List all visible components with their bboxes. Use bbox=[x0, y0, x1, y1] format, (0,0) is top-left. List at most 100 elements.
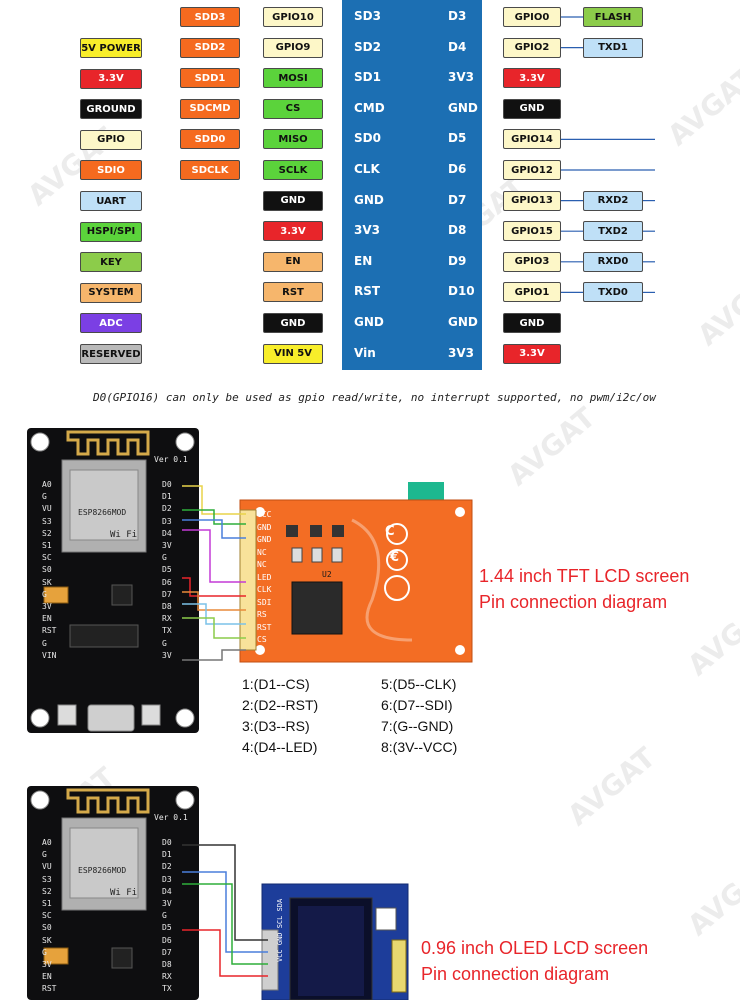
tft-pin-rst: RST bbox=[257, 622, 272, 632]
nodemcu-board-graphic bbox=[342, 0, 482, 370]
tft-ce-logo-2: € bbox=[390, 550, 400, 565]
right-extra-rxd2: RXD2 bbox=[583, 190, 643, 211]
board-pin-left-vin: Vin bbox=[354, 345, 376, 360]
tft-connection-7: 7:(G--GND) bbox=[381, 718, 454, 734]
left-func-cs: CS bbox=[263, 98, 323, 119]
nodemcu-left-pin-3v: 3V bbox=[42, 960, 52, 969]
board-pin-right-d10: D10 bbox=[448, 284, 475, 299]
right-gpio-gpio2: GPIO2 bbox=[503, 37, 561, 58]
board-pin-left-rst: RST bbox=[354, 284, 381, 299]
right-gpio-gpio1: GPIO1 bbox=[503, 282, 561, 303]
nodemcu-left-pin-s1: S1 bbox=[42, 541, 52, 550]
sdio-pin-sdclk: SDCLK bbox=[180, 160, 240, 180]
nodemcu-left-pin-s0: S0 bbox=[42, 565, 52, 575]
nodemcu-right-pin-g: G bbox=[162, 553, 167, 563]
nodemcu-right-pin-rx: RX bbox=[162, 614, 172, 624]
right-extra-flash: FLASH bbox=[583, 7, 643, 27]
nodemcu-left-pin-rst: RST bbox=[42, 984, 57, 994]
nodemcu-left-pin-a0: A0 bbox=[42, 838, 52, 847]
right-gpio-gpio12: GPIO12 bbox=[503, 160, 561, 180]
tft-pin-vcc: VCC bbox=[257, 510, 272, 519]
legend-ground: GROUND bbox=[80, 99, 142, 120]
nodemcu-right-pin-d7: D7 bbox=[162, 947, 172, 957]
tft-pin-gnd: GND bbox=[257, 535, 272, 544]
board-pin-right-3v3: 3V3 bbox=[448, 345, 474, 360]
nodemcu-left-pin-g: G bbox=[42, 947, 47, 957]
tft-subtitle: Pin connection diagram bbox=[479, 592, 668, 612]
nodemcu-left-pin-g: G bbox=[42, 638, 47, 648]
board-pin-left-cmd: CMD bbox=[354, 100, 385, 115]
nodemcu-left-pin-s3: S3 bbox=[42, 874, 52, 884]
board-pin-left-sd0: SD0 bbox=[354, 131, 381, 146]
nodemcu-right-pin-d6: D6 bbox=[162, 577, 172, 587]
right-gpio-gpio15: GPIO15 bbox=[503, 221, 561, 242]
nodemcu-left-pin-s0: S0 bbox=[42, 923, 52, 933]
nodemcu-left-pin-rst: RST bbox=[42, 626, 57, 636]
nodemcu-module-label: ESP8266MOD bbox=[78, 866, 127, 875]
board-pin-right-d5: D5 bbox=[448, 131, 467, 146]
right-gpio-gpio0: GPIO0 bbox=[503, 7, 561, 27]
right-gpio-gnd: GND bbox=[503, 313, 561, 333]
nodemcu-right-pin-d3: D3 bbox=[162, 516, 172, 526]
tft-pin-gnd: GND bbox=[257, 522, 272, 532]
legend-sdio: SDIO bbox=[80, 160, 142, 181]
nodemcu-version-label: Ver 0.1 bbox=[154, 455, 188, 464]
legend-reserved: RESERVED bbox=[80, 344, 142, 364]
nodemcu-left-pin-en: EN bbox=[42, 614, 52, 624]
nodemcu-left-pin-a0: A0 bbox=[42, 480, 52, 489]
nodemcu-right-pin-d4: D4 bbox=[162, 886, 172, 896]
tft-pin-clk: CLK bbox=[257, 585, 272, 594]
nodemcu-version-label: Ver 0.1 bbox=[154, 813, 188, 822]
gpio16-note: D0(GPIO16) can only be used as gpio read… bbox=[93, 391, 656, 404]
legend-gpio: GPIO bbox=[80, 129, 142, 150]
nodemcu-right-pin-d1: D1 bbox=[162, 492, 172, 502]
nodemcu-left-pin-s2: S2 bbox=[42, 528, 52, 538]
nodemcu-left-pin-g: G bbox=[42, 850, 47, 860]
nodemcu-left-pin-g: G bbox=[42, 492, 47, 502]
tft-title: 1.44 inch TFT LCD screen bbox=[479, 566, 690, 586]
tft-connection-3: 3:(D3--RS) bbox=[242, 718, 310, 734]
right-extra-txd1: TXD1 bbox=[583, 37, 643, 58]
sdio-pin-sdd0: SDD0 bbox=[180, 129, 240, 150]
nodemcu-left-pin-s1: S1 bbox=[42, 899, 52, 908]
pin-extension-lines bbox=[561, 16, 655, 293]
right-extra-txd2: TXD2 bbox=[583, 221, 643, 242]
nodemcu-left-pin-vu: VU bbox=[42, 504, 52, 514]
board-pin-right-d4: D4 bbox=[448, 39, 467, 54]
right-gpio-gpio14: GPIO14 bbox=[503, 129, 561, 150]
tft-connection-6: 6:(D7--SDI) bbox=[381, 697, 453, 713]
tft-pin-nc: NC bbox=[257, 560, 267, 569]
left-func-rst: RST bbox=[263, 282, 323, 303]
left-func-3-3v: 3.3V bbox=[263, 221, 323, 242]
right-gpio-gpio13: GPIO13 bbox=[503, 190, 561, 211]
legend-hspi-spi: HSPI/SPI bbox=[80, 221, 142, 242]
left-func-gpio9: GPIO9 bbox=[263, 37, 323, 58]
nodemcu-right-pin-d7: D7 bbox=[162, 589, 172, 599]
oled-subtitle: Pin connection diagram bbox=[421, 964, 610, 984]
nodemcu-left-pin-sk: SK bbox=[42, 935, 52, 945]
tft-connection-8: 8:(3V--VCC) bbox=[381, 739, 458, 755]
legend-3-3v: 3.3V bbox=[80, 68, 142, 89]
tft-ce-logo: C bbox=[385, 524, 395, 539]
board-pin-right-gnd: GND bbox=[448, 100, 478, 115]
nodemcu-left-pin-en: EN bbox=[42, 972, 52, 982]
nodemcu-left-pin-g: G bbox=[42, 589, 47, 599]
board-pin-right-d7: D7 bbox=[448, 192, 467, 207]
tft-connection-2: 2:(D2--RST) bbox=[242, 697, 319, 713]
left-func-gnd: GND bbox=[263, 313, 323, 333]
nodemcu-left-pin-sc: SC bbox=[42, 553, 52, 563]
board-pin-left-3v3: 3V3 bbox=[354, 223, 380, 238]
nodemcu-right-pin-g: G bbox=[162, 638, 167, 648]
nodemcu-right-pin-rx: RX bbox=[162, 972, 172, 982]
board-pin-right-d3: D3 bbox=[448, 9, 467, 23]
nodemcu-right-pin-tx: TX bbox=[162, 626, 172, 636]
right-extra-rxd0: RXD0 bbox=[583, 251, 643, 272]
nodemcu-right-pin-d1: D1 bbox=[162, 850, 172, 860]
tft-connection-4: 4:(D4--LED) bbox=[242, 739, 318, 755]
nodemcu-left-pin-3v: 3V bbox=[42, 602, 52, 611]
left-func-mosi: MOSI bbox=[263, 68, 323, 89]
